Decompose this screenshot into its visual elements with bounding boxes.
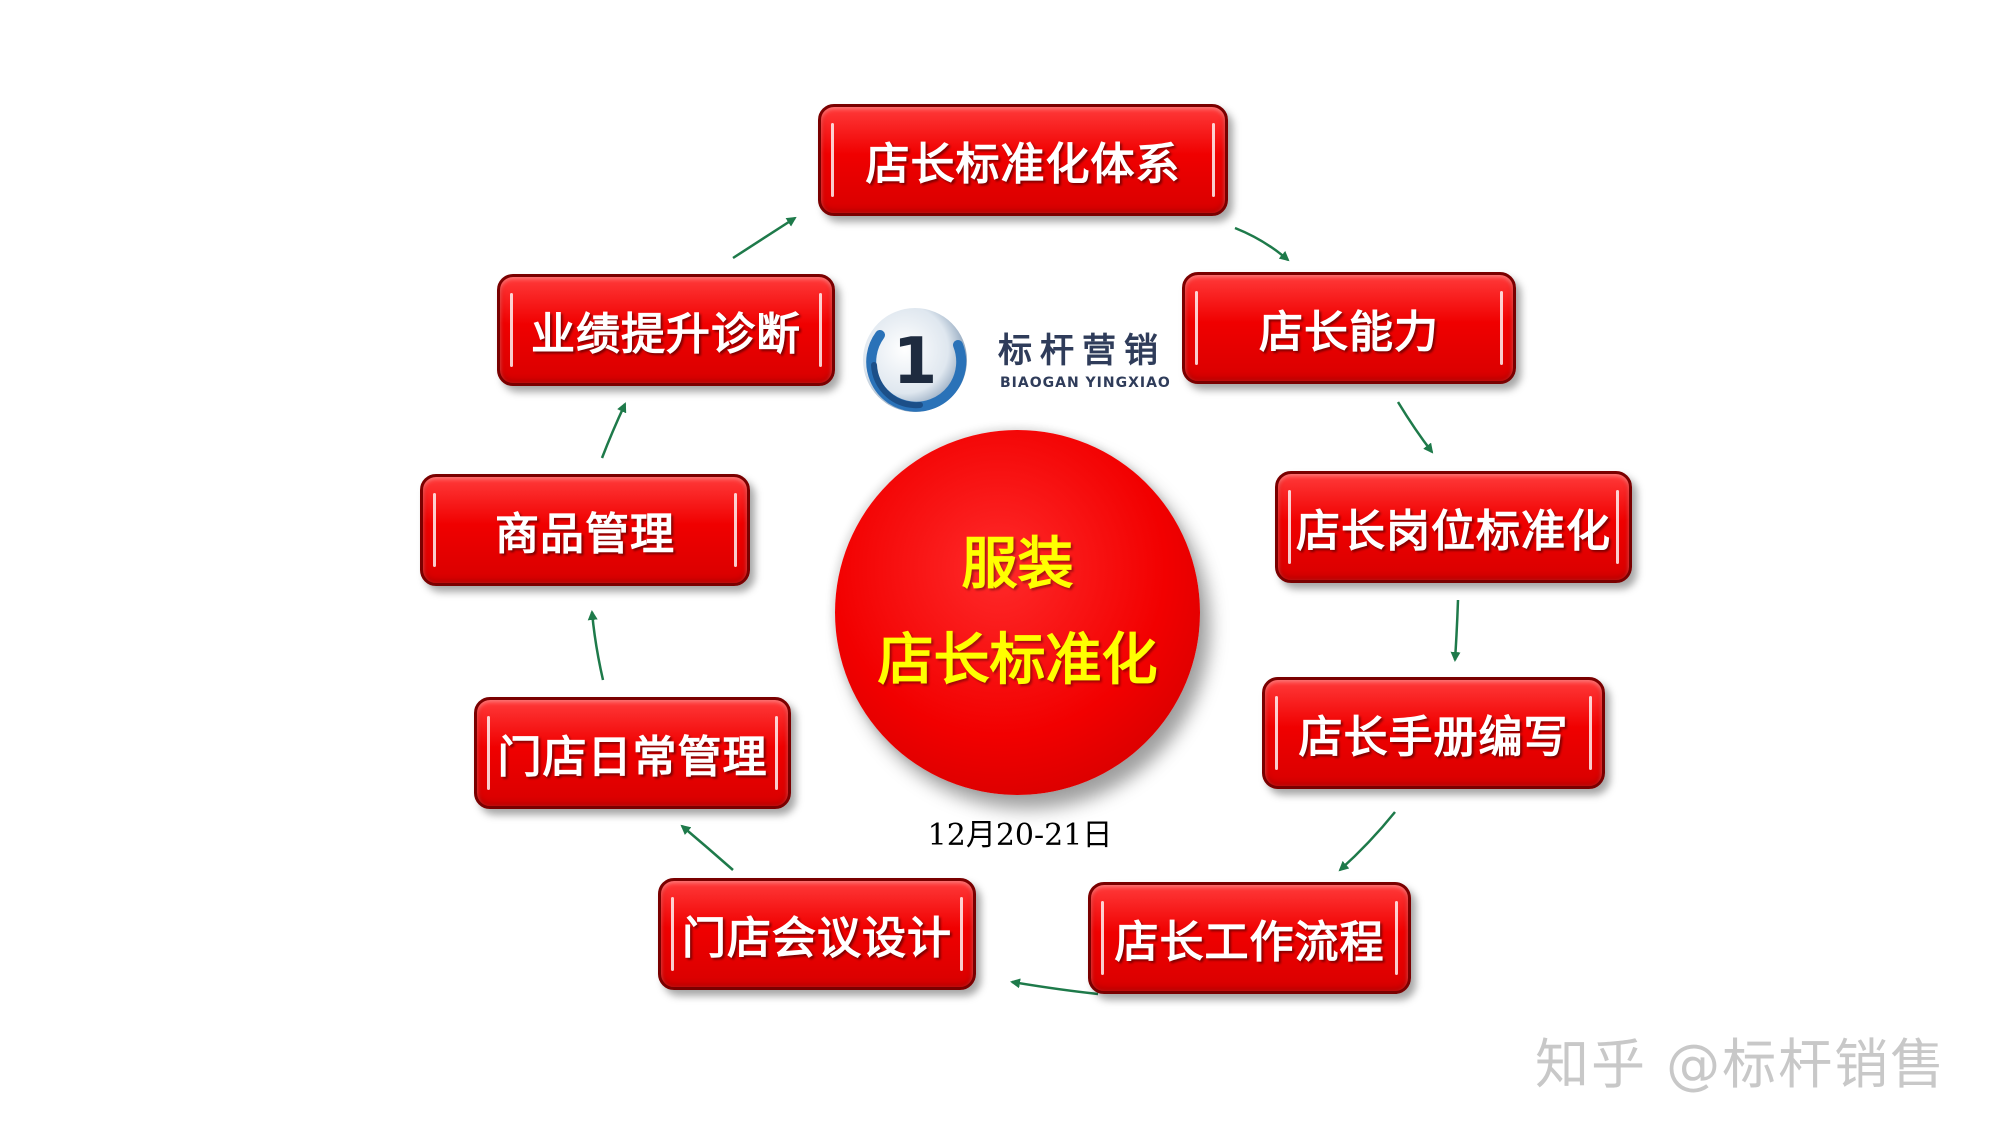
logo-name-cn: 标杆营销 <box>998 331 1166 371</box>
node-position: 店长岗位标准化 <box>1275 471 1632 583</box>
arrow-diagnosis-to-system <box>732 216 797 260</box>
arrow-daily-to-goods <box>587 610 605 681</box>
watermark: 知乎 @标杆销售 <box>1535 1033 1947 1096</box>
center-title-line2: 店长标准化 <box>877 627 1158 693</box>
node-daily: 门店日常管理 <box>474 697 791 809</box>
node-goods: 商品管理 <box>420 474 750 586</box>
logo-mark-icon: 1 <box>863 308 967 412</box>
center-title-line1: 服装 <box>961 531 1074 597</box>
node-meeting: 门店会议设计 <box>658 878 976 990</box>
arrow-position-to-manual <box>1450 599 1461 662</box>
arrow-system-to-ability <box>1234 226 1290 262</box>
arrow-manual-to-workflow <box>1338 811 1396 872</box>
arrow-goods-to-diagnosis <box>600 402 627 459</box>
svg-text:1: 1 <box>893 325 938 399</box>
arrow-ability-to-position <box>1396 401 1434 454</box>
event-date: 12月20-21日 <box>927 818 1113 853</box>
arrow-meeting-to-daily <box>680 824 734 871</box>
node-workflow: 店长工作流程 <box>1088 882 1411 994</box>
node-ability: 店长能力 <box>1182 272 1516 384</box>
node-system: 店长标准化体系 <box>818 104 1228 216</box>
brand-logo: 1 标杆营销 BIAOGAN YINGXIAO <box>860 305 1180 415</box>
arrow-workflow-to-meeting <box>1010 978 1099 996</box>
node-diagnosis: 业绩提升诊断 <box>497 274 835 386</box>
node-manual: 店长手册编写 <box>1262 677 1605 789</box>
center-topic: 服装 店长标准化 <box>835 430 1200 795</box>
logo-name-en: BIAOGAN YINGXIAO <box>1000 375 1171 391</box>
